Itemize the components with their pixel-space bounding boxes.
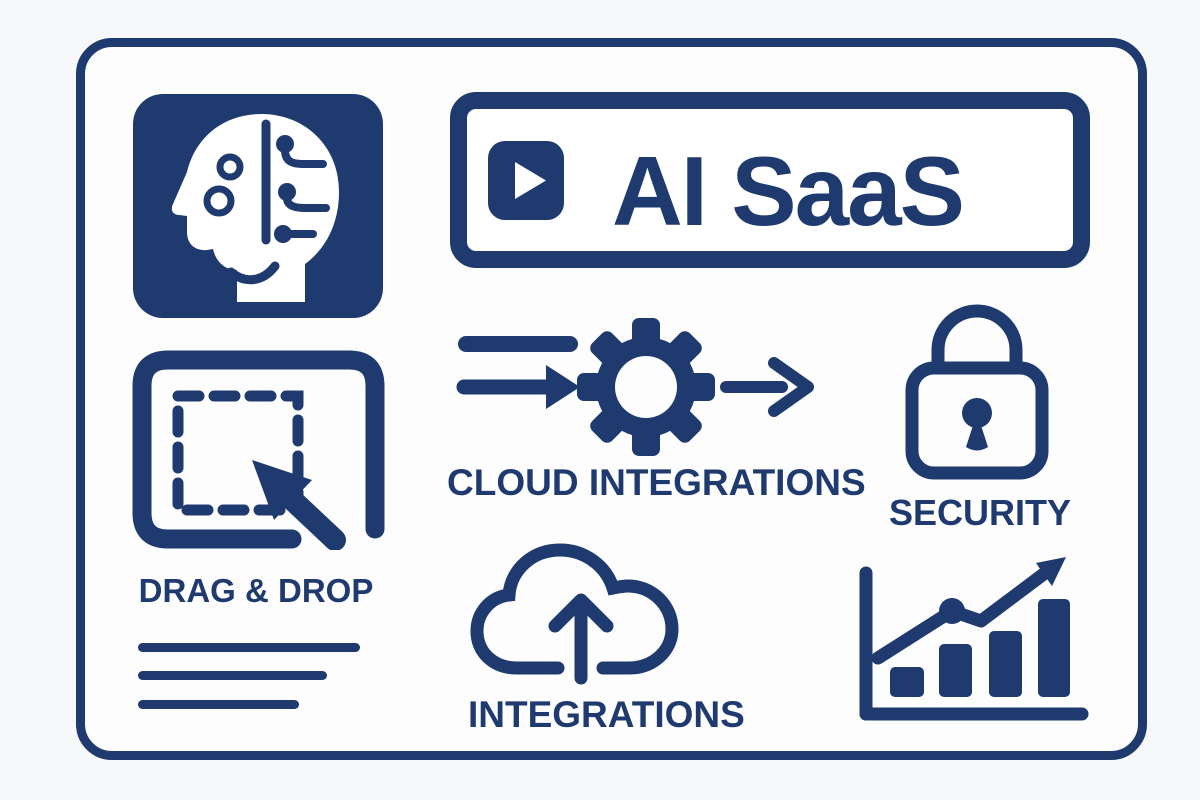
gear-icon: [577, 318, 715, 456]
ai-head-icon: [133, 94, 383, 318]
text-line-3: [138, 700, 299, 709]
keyhole-icon: [962, 398, 992, 451]
banner-title: AI SaaS: [612, 136, 965, 246]
bars: [890, 599, 1070, 697]
process-flow: [456, 318, 814, 456]
drag-drop-cursor-icon: [132, 350, 385, 550]
cloud-integrations-label: CLOUD INTEGRATIONS: [447, 462, 866, 503]
text-line-2: [138, 671, 327, 680]
arrow-up-icon: [548, 593, 614, 685]
title-banner: [450, 92, 1090, 268]
growth-chart-icon: [859, 557, 1089, 721]
drag-drop-label: DRAG & DROP: [138, 572, 374, 609]
text-line-1: [138, 643, 360, 652]
input-bar-icon: [458, 336, 578, 352]
trend-line-arrow-icon: [871, 557, 1066, 665]
cloud-upload-arrow-icon: [470, 543, 679, 685]
security-label: SECURITY: [888, 492, 1072, 533]
arrow-right-icon: [720, 357, 814, 417]
play-icon: [488, 141, 564, 220]
lock-icon: [905, 304, 1049, 480]
arrow-right-icon: [456, 365, 580, 409]
cursor-arrow-icon: [252, 460, 346, 550]
integrations-label: INTEGRATIONS: [468, 694, 745, 735]
